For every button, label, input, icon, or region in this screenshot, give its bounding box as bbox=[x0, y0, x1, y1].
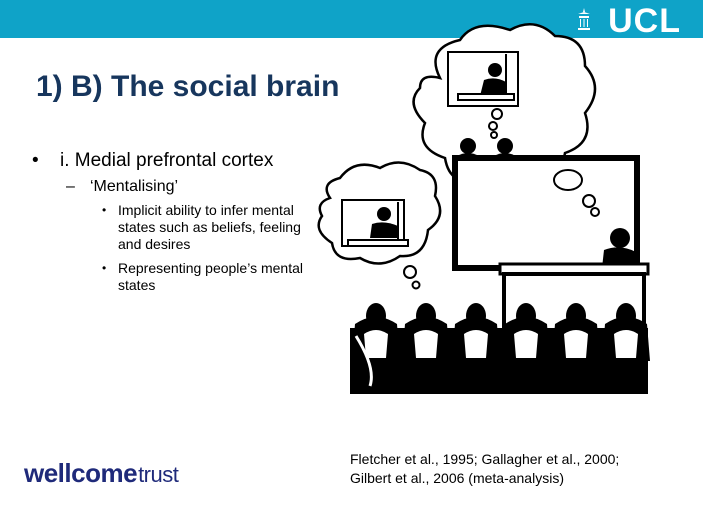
thought-cloud-small bbox=[317, 161, 442, 290]
bullet-text: ‘Mentalising’ bbox=[90, 178, 179, 195]
wellcome-text: wellcome bbox=[24, 458, 138, 488]
bullet-text: Implicit ability to infer mental states … bbox=[118, 202, 301, 252]
trust-text: trust bbox=[138, 462, 179, 487]
bullet-text: Representing people’s mental states bbox=[118, 260, 303, 293]
audience-row bbox=[350, 303, 650, 394]
bullet-level2: – ‘Mentalising’ bbox=[32, 178, 332, 196]
citation-line: Fletcher et al., 1995; Gallagher et al.,… bbox=[350, 451, 620, 467]
ucl-logo: UCL bbox=[608, 2, 681, 40]
bullet-text: i. Medial prefrontal cortex bbox=[60, 150, 274, 171]
slide-title: 1) B) The social brain bbox=[36, 70, 340, 103]
citation-line: Gilbert et al., 2006 (meta-analysis) bbox=[350, 470, 564, 486]
dash-marker: – bbox=[66, 178, 75, 195]
social-brain-illustration bbox=[317, 23, 650, 394]
bullet-marker: • bbox=[102, 261, 107, 275]
bullet-level3: • Representing people’s mental states bbox=[32, 260, 332, 294]
bullet-marker: • bbox=[32, 150, 39, 171]
ucl-portico-icon bbox=[578, 8, 590, 30]
bullet-marker: • bbox=[102, 203, 107, 217]
thought-cloud-large bbox=[412, 23, 597, 188]
bullet-level1: • i. Medial prefrontal cortex bbox=[32, 150, 332, 172]
wellcome-trust-logo: wellcometrust bbox=[24, 458, 179, 489]
bullet-level3: • Implicit ability to infer mental state… bbox=[32, 202, 332, 253]
citation: Fletcher et al., 1995; Gallagher et al.,… bbox=[350, 450, 619, 488]
bullet-list: • i. Medial prefrontal cortex – ‘Mentali… bbox=[32, 150, 332, 301]
header-banner: UCL bbox=[0, 0, 703, 40]
